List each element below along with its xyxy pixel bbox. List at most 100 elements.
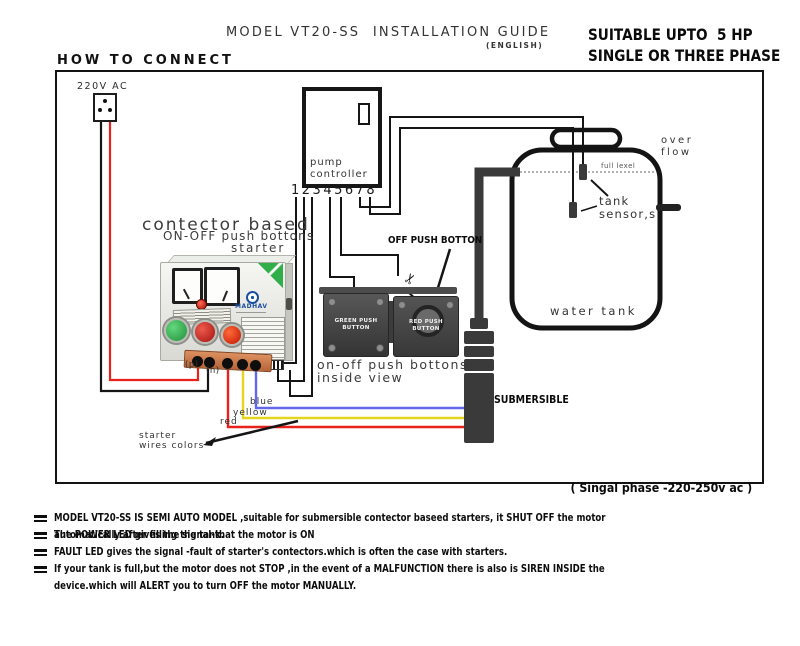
starter-heading3: starter [231,241,286,255]
diagram-border [55,70,764,484]
screw-icon [328,298,336,306]
off-push-button-label: OFF PUSH BOTTON [388,235,483,246]
language-note: (ENGLISH) [486,41,544,50]
full-level-sensor [579,164,587,180]
sensor-conduit-loop [549,127,623,150]
screw-icon [446,301,454,309]
starter-heading1: contector based [142,215,310,235]
red-button-ring [412,305,444,337]
controller-label-line2: controller [310,169,368,180]
note-bullet-icon [34,515,48,524]
stop-button [193,320,217,344]
yellow-wire-label: yellow [233,408,268,418]
brand-name: MADHAV [235,303,268,310]
notes-list: MODEL VT20-SS IS SEMI AUTO MODEL ,suitab… [34,509,794,594]
tank-sensors-line2: sensor,s [599,207,657,221]
note-bullet-icon [34,532,48,541]
sensor-pointer-line1 [590,179,609,197]
note-item: MODEL VT20-SS IS SEMI AUTO MODEL ,suitab… [34,509,794,541]
screw-icon [376,298,384,306]
note-item: The POWER LED gives the signal-that the … [34,526,794,543]
wire-colors-arrowhead [203,437,216,446]
socket-pin-left [98,108,102,112]
screw-icon [398,301,406,309]
wire-terminal4-green-button [329,197,355,292]
push-button-rail [319,287,457,294]
controller-indicator-slot [358,103,370,125]
box-latch [286,298,292,310]
socket-pin-earth [103,99,107,103]
start-button [164,318,189,343]
submersible-pump [464,318,494,443]
power-source-label: 220V AC [77,81,129,92]
green-push-button-unit: GREEN PUSH BUTTON [323,293,389,357]
wire-neutral-black [99,120,210,393]
red-button-label-line2: BUTTON [412,326,440,332]
suitability-note: SUITABLE UPTO 5 HP SINGLE OR THREE PHASE [588,25,781,65]
terminal-dot-n [204,357,215,368]
note-item: If your tank is full,but the motor does … [34,560,794,594]
wire-red-submersible [226,368,465,429]
ammeter [204,267,240,306]
note-bullet-icon [34,566,48,575]
note-bullet-icon [34,549,48,558]
starter-heading2: ON-OFF push bottons [163,229,315,243]
wire-terminal7-full-sensor [359,116,584,208]
submersible-label: SUBMERSIBLE [494,394,569,406]
red-push-button-unit: RED PUSH BUTTON [393,296,459,357]
terminal-dot-blue [250,360,261,371]
wires-note-line1: starter [139,431,177,441]
water-tank-label: water tank [550,304,637,318]
wires-note-line2: wires colors [139,441,205,451]
wire-phase-red [108,120,200,382]
wire-yellow-submersible [241,368,465,420]
note-text: MODEL VT20-SS IS SEMI AUTO MODEL ,suitab… [54,511,606,541]
socket-pin-right [108,108,112,112]
note-text: The POWER LED gives the signal-that the … [54,528,315,541]
wire-colors-arrow [205,419,299,445]
blue-wire-label: blue [250,397,274,407]
brand-logo-icon [246,291,259,304]
sensor-pointer-line2 [580,205,598,212]
wire-terminal5-off-button [340,197,399,276]
wire-terminal3 [289,197,313,397]
red-button-label-line1: RED PUSH [409,319,443,325]
terminal-dot-red [222,358,233,369]
how-to-connect-heading: HOW TO CONNECT [57,53,234,68]
note-text: FAULT LED gives the signal -fault of sta… [54,545,508,558]
tank-sensors-line1: tank [599,194,630,208]
deep-sensor [569,202,577,218]
full-level-label: full lexel [601,162,636,170]
terminal-dot-yellow [237,359,248,370]
phase-note: ( Singal phase -220-250v ac ) [570,481,753,495]
red-wire-label: red [220,417,238,427]
brand-underline [236,312,266,313]
green-button-label-line2: BUTTON [342,325,370,331]
inside-view-caption2: inside view [317,370,404,385]
controller-terminal-numbers: 12345678 [291,183,378,198]
page-title: MODEL VT20-SS INSTALLATION GUIDE [226,25,551,40]
water-tank-outline [509,147,663,331]
wire-blue-submersible [254,368,465,410]
green-button-label-line1: GREEN PUSH [334,318,378,324]
voltmeter [172,268,203,304]
terminal-n-label: (n) [206,366,220,376]
note-text: If your tank is full,but the motor does … [54,562,605,592]
overflow-label: over flow [661,135,694,158]
delivery-pipe [474,167,520,322]
power-lamp [221,324,243,346]
ammeter-needle [222,290,228,302]
controller-label-line1: pump [310,157,343,168]
voltmeter-needle [182,288,189,300]
wire-terminal8-deep-sensor [369,127,574,215]
inside-view-caption1: on-off push bottons [317,357,468,372]
note-item: FAULT LED gives the signal -fault of sta… [34,543,794,560]
terminal-p-label: (p) [185,360,199,370]
screw-icon [328,344,336,352]
pump-controller-box: pump controller [302,87,382,188]
overflow-pipe [656,204,681,211]
